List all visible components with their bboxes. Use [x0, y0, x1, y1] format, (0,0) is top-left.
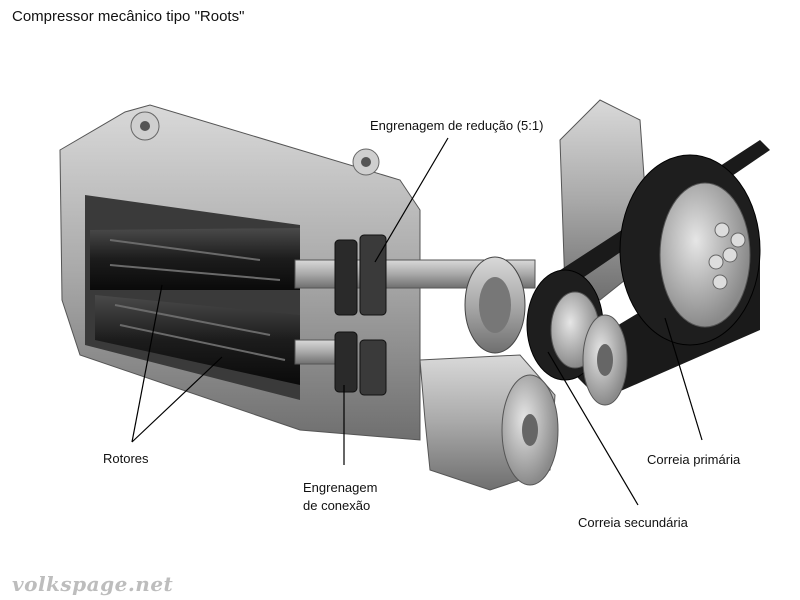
leader-primary-belt — [664, 317, 703, 441]
label-connection-gear-line2: de conexão — [303, 498, 371, 513]
diagram-title: Compressor mecânico tipo "Roots" — [12, 8, 245, 25]
leader-secondary-belt — [547, 351, 639, 506]
leader-rotor-upper — [131, 284, 163, 443]
rotors — [90, 228, 300, 385]
leader-rotor-lower — [131, 356, 223, 443]
watermark: volkspage.net — [12, 572, 174, 596]
label-connection-gear-line1: Engrenagem — [303, 480, 378, 495]
label-secondary-belt: Correia secundária — [578, 515, 688, 530]
label-reduction-gear: Engrenagem de redução (5:1) — [370, 118, 544, 133]
leader-reduction-gear — [374, 137, 449, 263]
bearing — [464, 256, 526, 354]
label-primary-belt: Correia primária — [647, 452, 741, 467]
tensioner-pulley — [419, 354, 559, 491]
label-rotors: Rotores — [103, 451, 149, 466]
belt-drive — [526, 140, 770, 406]
